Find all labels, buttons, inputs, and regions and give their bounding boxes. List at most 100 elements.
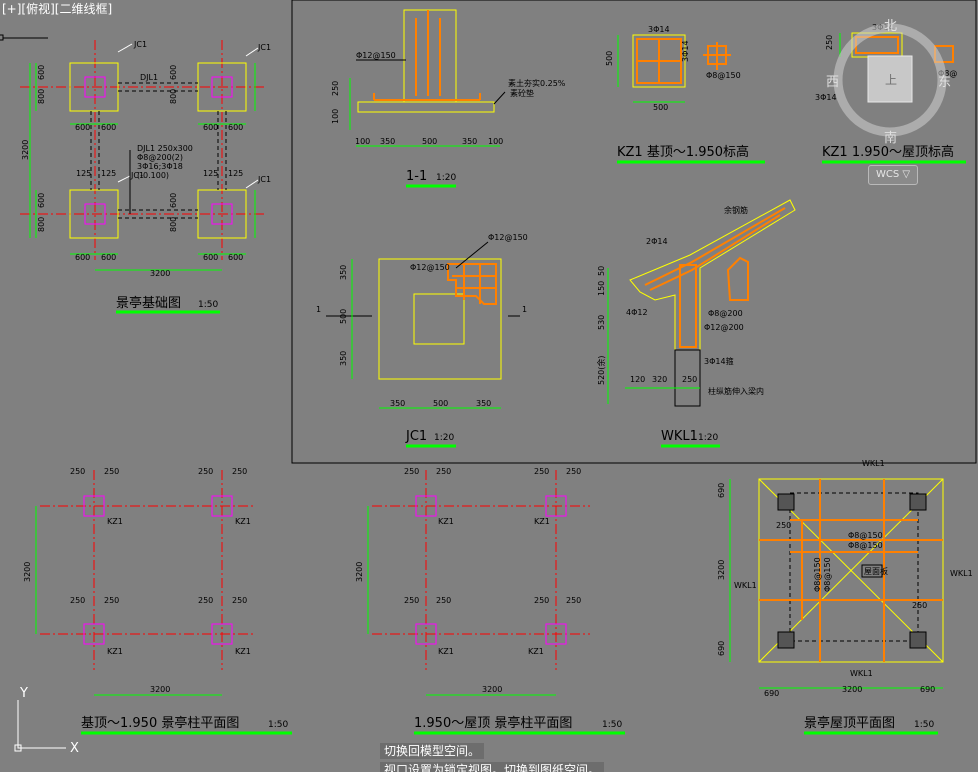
svg-text:1-1: 1-1 (406, 169, 427, 184)
svg-text:KZ1 基顶～1.950标高: KZ1 基顶～1.950标高 (617, 144, 749, 160)
svg-text:1:50: 1:50 (602, 720, 622, 730)
column-plan-2-drawing: 250 250 250 250 250 250 250 250 KZ1 KZ1 … (355, 467, 625, 735)
svg-text:250: 250 (104, 596, 119, 605)
svg-text:JC1: JC1 (257, 175, 271, 184)
column-plan-2-title: 1.950～屋顶 景亭柱平面图 (414, 715, 572, 731)
svg-text:KZ1: KZ1 (235, 517, 251, 526)
svg-text:125: 125 (101, 169, 116, 178)
svg-text:KZ1: KZ1 (534, 517, 550, 526)
svg-text:600: 600 (169, 193, 178, 208)
svg-text:1: 1 (522, 305, 527, 314)
svg-text:3Φ14: 3Φ14 (815, 93, 837, 102)
svg-text:3Φ16;3Φ18: 3Φ16;3Φ18 (137, 162, 183, 171)
svg-text:800: 800 (169, 89, 178, 104)
svg-text:250: 250 (198, 596, 213, 605)
svg-text:690: 690 (717, 483, 726, 498)
svg-text:250: 250 (104, 467, 119, 476)
svg-text:3200: 3200 (150, 269, 170, 278)
svg-text:600: 600 (101, 123, 116, 132)
command-history-line-2: 视口设置为锁定视图。切换到图纸空间。 (380, 762, 605, 772)
svg-text:350: 350 (380, 137, 395, 146)
svg-text:1:50: 1:50 (268, 720, 288, 730)
wcs-menu-button[interactable]: WCS ▽ (868, 165, 918, 185)
svg-text:2Φ14: 2Φ14 (646, 237, 668, 246)
svg-text:250: 250 (534, 467, 549, 476)
section-1-1-drawing: Φ12@150 素土夯实0.25% 素砼垫 100 350 500 350 10… (331, 9, 566, 188)
svg-text:350: 350 (476, 399, 491, 408)
viewcube-top-face (867, 55, 913, 103)
roof-plan-title: 景亭屋顶平面图 (804, 715, 895, 731)
svg-text:1:20: 1:20 (698, 433, 718, 443)
column-plan-1-title: 基顶～1.950 景亭柱平面图 (81, 715, 239, 731)
svg-text:JC1: JC1 (257, 43, 271, 52)
roof-plan-drawing: WKL1 WKL1 WKL1 WKL1 Φ8@150 Φ8@150 Φ8@150… (717, 459, 973, 735)
svg-text:1: 1 (316, 305, 321, 314)
svg-text:Φ8@150: Φ8@150 (823, 557, 832, 592)
svg-text:WKL1: WKL1 (862, 459, 885, 468)
svg-text:250: 250 (825, 35, 834, 50)
svg-text:3Φ14箍: 3Φ14箍 (704, 356, 734, 366)
svg-text:3200: 3200 (842, 685, 862, 694)
svg-text:350: 350 (390, 399, 405, 408)
ucs-icon: Y X (14, 686, 79, 756)
svg-text:1:20: 1:20 (436, 173, 456, 183)
svg-text:150: 150 (597, 281, 606, 296)
svg-text:WKL1: WKL1 (950, 569, 973, 578)
svg-text:50: 50 (597, 266, 606, 276)
svg-text:250: 250 (232, 467, 247, 476)
jc1-detail-drawing: 1 1 Φ12@150 Φ12@150 350 500 350 350 500 … (316, 233, 528, 448)
svg-text:3200: 3200 (717, 560, 726, 580)
djl-label: DJL1 (140, 73, 158, 82)
svg-text:屋面板: 屋面板 (864, 566, 888, 576)
svg-text:Φ8@150: Φ8@150 (706, 71, 741, 80)
svg-text:500: 500 (653, 103, 668, 112)
layout-frame (291, 0, 977, 464)
column-plan-1-drawing: 250 250 250 250 250 250 250 250 KZ1 KZ1 … (23, 467, 292, 735)
svg-text:600: 600 (203, 253, 218, 262)
svg-text:Φ8@200(2): Φ8@200(2) (137, 153, 183, 162)
svg-text:350: 350 (339, 265, 348, 280)
svg-text:100: 100 (355, 137, 370, 146)
viewcube[interactable]: 上 北 南 东 西 (826, 19, 951, 146)
svg-text:3200: 3200 (355, 562, 364, 582)
svg-text:600: 600 (37, 65, 46, 80)
kz1-roof-section: 3Φ14 3Φ14 Φ8@ 250 KZ1 1.950～屋顶标高 (815, 23, 966, 164)
viewport-controls-label[interactable]: [+][俯视][二维线框] (2, 2, 113, 16)
svg-text:1:20: 1:20 (434, 433, 454, 443)
svg-text:4Φ12: 4Φ12 (626, 308, 648, 317)
svg-text:100: 100 (331, 109, 340, 124)
svg-text:Φ8@150: Φ8@150 (813, 557, 822, 592)
svg-text:250: 250 (331, 81, 340, 96)
svg-text:余钢筋: 余钢筋 (724, 205, 748, 215)
svg-text:500: 500 (605, 51, 614, 66)
svg-text:JC1: JC1 (405, 429, 427, 444)
svg-text:KZ1: KZ1 (438, 647, 454, 656)
svg-text:1:50: 1:50 (198, 300, 218, 310)
svg-text:Φ12@200: Φ12@200 (704, 323, 744, 332)
svg-text:250: 250 (436, 467, 451, 476)
svg-text:Φ8@150: Φ8@150 (848, 531, 883, 540)
svg-text:3200: 3200 (23, 562, 32, 582)
svg-text:250: 250 (436, 596, 451, 605)
svg-text:250: 250 (232, 596, 247, 605)
svg-text:柱纵筋伸入梁内: 柱纵筋伸入梁内 (708, 386, 764, 396)
svg-text:素土夯实0.25%: 素土夯实0.25% (508, 78, 566, 88)
foundation-plan-drawing: JC1 JC1 JC1 JC1 DJL1 DJL1 250x300 Φ8@200… (20, 40, 271, 314)
svg-text:WKL1: WKL1 (734, 581, 757, 590)
svg-text:WKL1: WKL1 (661, 429, 698, 444)
svg-text:500: 500 (433, 399, 448, 408)
svg-text:3Φ14: 3Φ14 (681, 40, 690, 62)
svg-text:KZ1: KZ1 (438, 517, 454, 526)
svg-text:690: 690 (764, 689, 779, 698)
jc-label: JC1 (133, 40, 147, 49)
svg-text:800: 800 (37, 217, 46, 232)
svg-text:上: 上 (885, 73, 897, 87)
svg-text:250: 250 (566, 467, 581, 476)
svg-text:120: 120 (630, 375, 645, 384)
compass-west: 西 (826, 75, 839, 90)
svg-text:3200: 3200 (482, 685, 502, 694)
wkl1-detail-drawing: 余钢筋 2Φ14 4Φ12 Φ8@200 Φ12@200 3Φ14箍 柱纵筋伸入… (596, 199, 796, 448)
svg-text:600: 600 (75, 123, 90, 132)
svg-text:125: 125 (228, 169, 243, 178)
